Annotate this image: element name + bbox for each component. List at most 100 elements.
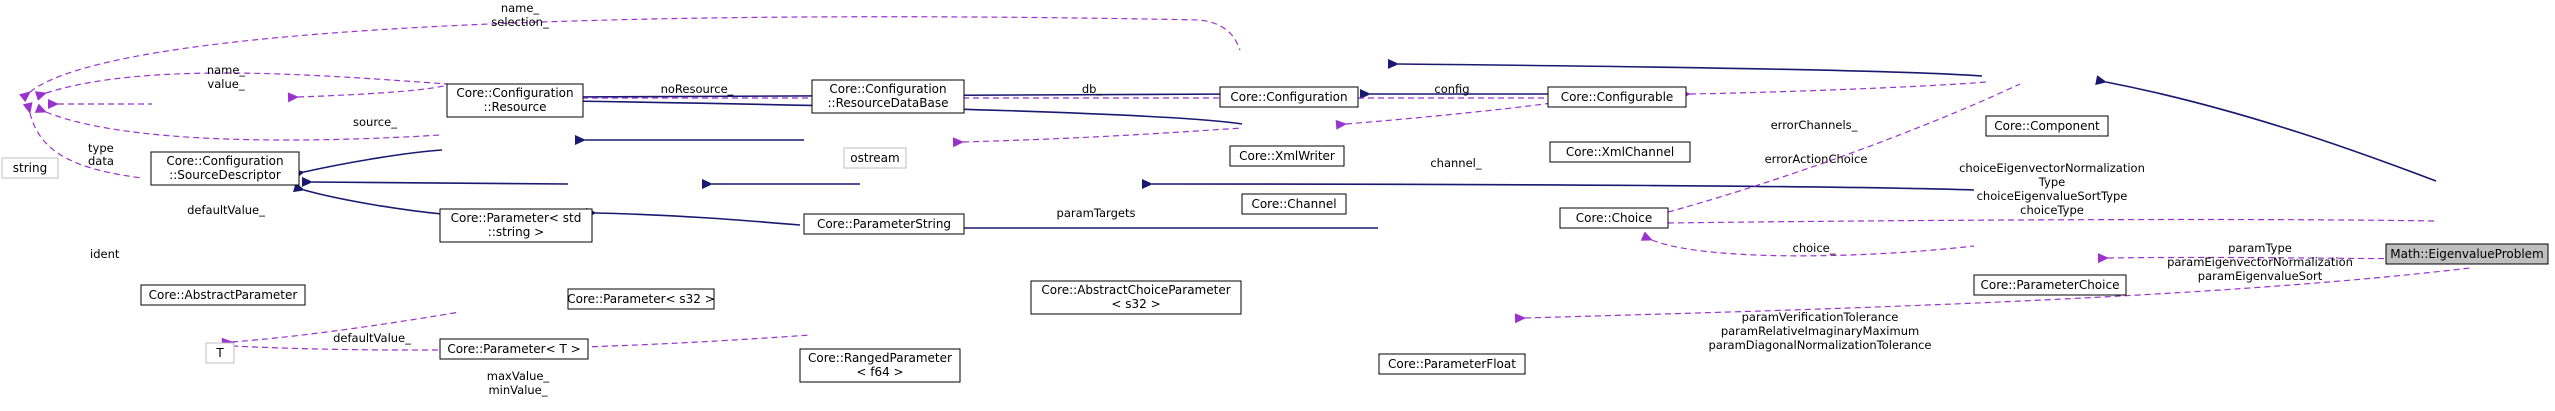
node-parameter-s32[interactable]: Core::Parameter< s32 >	[567, 288, 715, 310]
edge-component-choice	[1657, 83, 2021, 220]
edge-paramT-abstractparam	[293, 182, 443, 215]
edge-label-paramverification-2: paramRelativeImaginaryMaximum	[1721, 324, 1919, 338]
edge-configuration-string	[19, 16, 1241, 103]
node-parameterchoice[interactable]: Core::ParameterChoice	[1973, 274, 2127, 296]
edge-label-paramverification-3: paramDiagonalNormalizationTolerance	[1708, 338, 1931, 352]
edge-label-source: source_	[353, 115, 397, 129]
edge-label-maxvalue: maxValue_	[487, 369, 550, 383]
node-parameterfloat-label: Core::ParameterFloat	[1388, 357, 1516, 371]
edge-component-configurable	[1387, 58, 1983, 77]
edge-resource-string	[34, 72, 449, 101]
node-parameter-std-string[interactable]: Core::Parameter< std ::string >	[439, 208, 593, 243]
node-xmlwriter[interactable]: Core::XmlWriter	[1229, 145, 1345, 167]
edge-abstractparam-string	[22, 102, 143, 179]
node-resourcedatabase-label-1: Core::Configuration	[829, 82, 946, 96]
edge-label-erroractionchoice: errorActionChoice	[1765, 152, 1868, 166]
usage-edges	[19, 16, 2471, 351]
edge-label-paramtype-1: paramType	[2228, 241, 2292, 255]
edge-label-noresource: noResource_	[661, 82, 734, 96]
node-string-label: string	[13, 161, 47, 175]
edge-label-choiceeigen-4: choiceType	[2020, 203, 2084, 217]
node-eigenvalueproblem[interactable]: Math::EigenvalueProblem	[2385, 243, 2549, 265]
edge-ranged-paramT	[585, 207, 801, 226]
edge-paramT-T	[221, 311, 461, 348]
edge-label-choice: choice_	[1793, 241, 1836, 255]
node-eigenvalueproblem-label: Math::EigenvalueProblem	[2390, 247, 2543, 261]
node-configurable-label: Core::Configurable	[1561, 90, 1674, 104]
edge-label-minvalue: minValue_	[488, 383, 547, 397]
edge-paramstd-string	[34, 103, 441, 141]
node-configurable[interactable]: Core::Configurable	[1547, 86, 1687, 108]
edge-label-name-selection-1: name_	[501, 1, 540, 15]
node-string[interactable]: string	[1, 157, 59, 179]
edge-eigen-choice	[1657, 218, 2437, 229]
node-choice[interactable]: Core::Choice	[1559, 207, 1669, 229]
node-abstractparameter-label: Core::AbstractParameter	[149, 288, 298, 302]
edge-label-channel: channel_	[1430, 156, 1482, 170]
node-choice-label: Core::Choice	[1576, 211, 1653, 225]
node-T-label: T	[215, 346, 224, 360]
node-configuration-resource[interactable]: Core::Configuration ::Resource	[446, 83, 584, 118]
edge-label-paramverification-1: paramVerificationTolerance	[1742, 310, 1899, 324]
node-parameter-T-label: Core::Parameter< T >	[447, 342, 580, 356]
node-configuration-resource-label-2: ::Resource	[483, 100, 546, 114]
node-parameterstring[interactable]: Core::ParameterString	[803, 213, 965, 235]
edge-channel-paramstring	[952, 127, 1243, 148]
edge-label-defaultvalue-T: defaultValue_	[333, 331, 411, 345]
node-rangedparameter-label-1: Core::RangedParameter	[808, 351, 952, 365]
node-parameter-s32-label: Core::Parameter< s32 >	[567, 292, 715, 306]
node-xmlchannel[interactable]: Core::XmlChannel	[1549, 141, 1691, 163]
edge-eigen-component	[2095, 75, 2437, 182]
node-ostream-label: ostream	[850, 151, 899, 165]
node-configuration-resource-label-1: Core::Configuration	[456, 86, 573, 100]
node-rangedparameter-label-2: < f64 >	[856, 365, 903, 379]
node-resourcedatabase-label-2: ::ResourceDataBase	[828, 96, 949, 110]
edge-paramchoice-abstractchoice	[1141, 178, 1975, 191]
node-abstractparameter[interactable]: Core::AbstractParameter	[140, 284, 306, 306]
node-ostream[interactable]: ostream	[843, 147, 907, 169]
edge-label-data: data	[88, 154, 114, 168]
edge-label-config: config	[1434, 82, 1469, 96]
edge-label-paramtype-3: paramEigenvalueSort	[2198, 269, 2323, 283]
node-resourcedatabase[interactable]: Core::Configuration ::ResourceDataBase	[811, 79, 965, 114]
edge-label-choiceeigen-3: choiceEigenvalueSortType	[1977, 189, 2128, 203]
node-component-label: Core::Component	[1994, 119, 2100, 133]
node-parameterstring-label: Core::ParameterString	[817, 217, 951, 231]
edge-label-name-value-2: value_	[207, 77, 244, 91]
node-sourcedescriptor-label-2: ::SourceDescriptor	[169, 168, 281, 182]
inheritance-edges	[293, 58, 2437, 233]
node-parameter-std-string-label-1: Core::Parameter< std	[451, 211, 582, 225]
node-T[interactable]: T	[205, 342, 235, 364]
edge-label-errorchannels: errorChannels_	[1771, 118, 1858, 132]
node-parameterfloat[interactable]: Core::ParameterFloat	[1378, 353, 1526, 375]
edge-label-paramtargets: paramTargets	[1057, 206, 1136, 220]
node-xmlwriter-label: Core::XmlWriter	[1239, 149, 1335, 163]
edge-labels: name_ selection_ name_ value_ source_ ty…	[88, 1, 2353, 397]
edge-label-defaultvalue: defaultValue_	[187, 203, 265, 217]
edge-xmlchannel-channel	[1335, 101, 1559, 130]
edge-params32-abstractparam	[301, 176, 569, 187]
node-parameter-T[interactable]: Core::Parameter< T >	[439, 338, 589, 360]
node-abstractchoiceparameter-label-1: Core::AbstractChoiceParameter	[1041, 283, 1230, 297]
node-configuration[interactable]: Core::Configuration	[1219, 86, 1359, 108]
node-parameterchoice-label: Core::ParameterChoice	[1981, 278, 2120, 292]
node-channel[interactable]: Core::Channel	[1241, 193, 1347, 215]
edge-paramchoice-choice	[1640, 231, 1975, 257]
node-abstractchoiceparameter[interactable]: Core::AbstractChoiceParameter < s32 >	[1030, 280, 1242, 315]
node-xmlchannel-label: Core::XmlChannel	[1566, 145, 1674, 159]
node-abstractchoiceparameter-label-2: < s32 >	[1111, 297, 1160, 311]
node-parameter-std-string-label-2: ::string >	[488, 225, 544, 239]
node-rangedparameter[interactable]: Core::RangedParameter < f64 >	[799, 348, 961, 383]
node-sourcedescriptor-label-1: Core::Configuration	[166, 154, 283, 168]
edge-label-name-value-1: name_	[207, 63, 246, 77]
edge-label-type: type	[88, 141, 114, 155]
edge-eigen-paramfloat	[1514, 267, 2471, 324]
edge-paramstd-abstractparam	[293, 149, 443, 180]
edge-label-choiceeigen-2: Type	[2038, 175, 2065, 189]
node-component[interactable]: Core::Component	[1985, 115, 2109, 137]
node-configuration-sourcedescriptor[interactable]: Core::Configuration ::SourceDescriptor	[150, 151, 300, 186]
edge-label-choiceeigen-1: choiceEigenvectorNormalization	[1959, 161, 2145, 175]
edge-resource-sourcedesc	[287, 84, 449, 103]
edge-label-name-selection-2: selection_	[491, 15, 549, 29]
